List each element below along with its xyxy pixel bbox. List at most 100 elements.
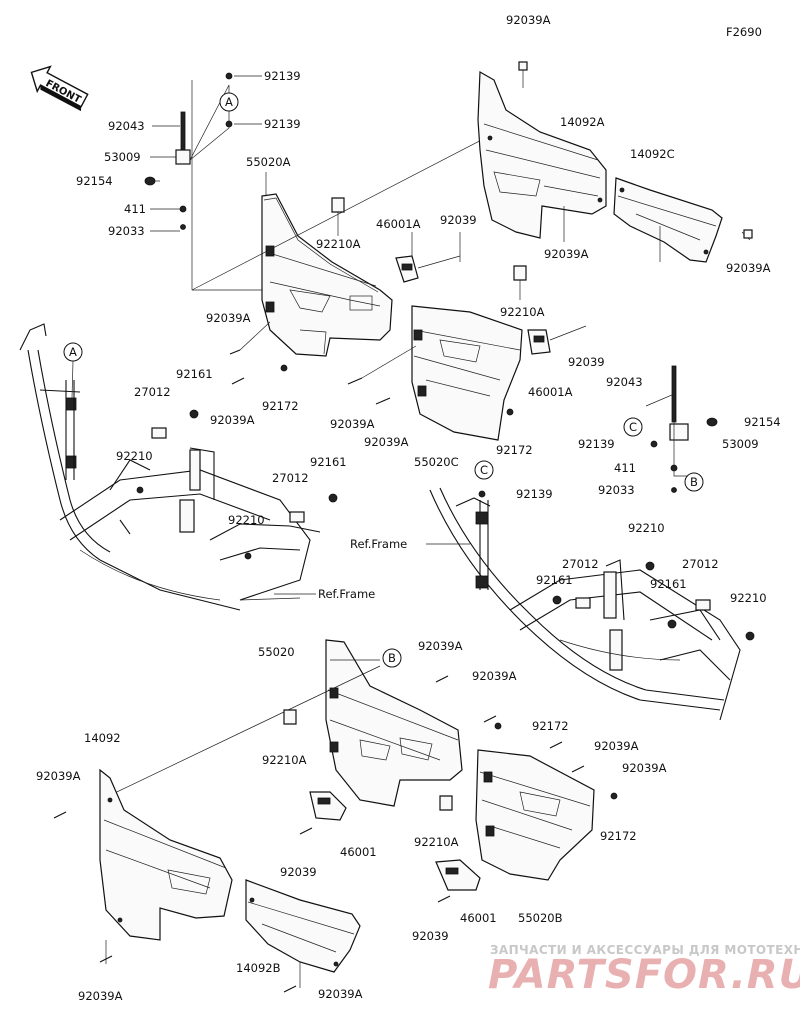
label-92139-2: 92139 (264, 117, 301, 131)
label-92039A-r2: 92039A (726, 261, 771, 275)
label-92210A-1: 92210A (316, 237, 361, 251)
label-411-left: 411 (124, 202, 146, 216)
label-27012-2: 27012 (272, 471, 309, 485)
label-92161-4: 92161 (650, 577, 687, 591)
label-53009-right: 53009 (722, 437, 759, 451)
cap-92210A-1 (331, 197, 345, 236)
label-92210A-4: 92210A (414, 835, 459, 849)
label-92161-1: 92161 (176, 367, 213, 381)
bracket-46001A-1 (395, 232, 461, 283)
label-92043-right: 92043 (606, 375, 643, 389)
label-27012-3: 27012 (562, 557, 599, 571)
label-27012-4: 27012 (682, 557, 719, 571)
bracket-46001-1 (309, 791, 347, 821)
panel-14092B (245, 879, 361, 988)
label-92039-2: 92039 (568, 355, 605, 369)
label-92210-3: 92210 (628, 521, 665, 535)
callout-a-top: A (225, 95, 233, 109)
label-92039A-m1: 92039A (330, 417, 375, 431)
label-92033-right: 92033 (598, 483, 635, 497)
label-92033-left: 92033 (108, 224, 145, 238)
label-92039A-b3: 92039A (594, 739, 639, 753)
label-55020B: 55020B (518, 911, 563, 925)
cap-92210A-2 (513, 265, 527, 300)
label-92039A-b5: 92039A (36, 769, 81, 783)
label-92039A-b4: 92039A (622, 761, 667, 775)
cap-92210A-4 (439, 795, 453, 811)
label-92210-2: 92210 (228, 513, 265, 527)
label-92043-left: 92043 (108, 119, 145, 133)
label-46001A-2: 46001A (528, 385, 573, 399)
panel-55020A (191, 119, 521, 357)
bracket-46001-2 (435, 859, 481, 891)
bracket-46001A-2 (527, 325, 587, 355)
panel-14092 (99, 768, 233, 964)
label-46001-1: 46001 (340, 845, 377, 859)
frame-left: A (19, 323, 338, 611)
callout-b-right: B (690, 475, 698, 489)
label-92039-1: 92039 (440, 213, 477, 227)
label-92172-1: 92172 (262, 399, 299, 413)
cap-92210A-3 (283, 709, 297, 725)
callout-b-bottom: B (388, 651, 396, 665)
label-92039A-m2: 92039A (364, 435, 409, 449)
front-arrow-icon: FRONT (30, 65, 89, 112)
label-92039-3: 92039 (280, 865, 317, 879)
callout-c-right: C (629, 420, 637, 434)
label-ref-frame-left: Ref.Frame (318, 587, 375, 601)
label-55020A: 55020A (246, 155, 291, 169)
label-ref-frame-right: Ref.Frame (350, 537, 407, 551)
label-411-right: 411 (614, 461, 636, 475)
label-46001A-1: 46001A (376, 217, 421, 231)
label-92039A-l2: 92039A (210, 413, 255, 427)
panel-55020: B (99, 639, 463, 807)
label-92039A-l1: 92039A (206, 311, 251, 325)
hardware-stack-right: C B (623, 365, 718, 493)
frame-right: C (426, 460, 755, 721)
label-92039A-b2: 92039A (472, 669, 517, 683)
label-53009-left: 53009 (104, 150, 141, 164)
label-92039A-b1: 92039A (418, 639, 463, 653)
watermark-tagline: ЗАПЧАСТИ И АКСЕССУАРЫ ДЛЯ МОТОТЕХНИКИ (490, 943, 800, 957)
part-labels: 92039A 92139 92043 92139 53009 92154 411… (36, 13, 781, 1003)
panel-14092A (477, 61, 607, 242)
label-92039-4: 92039 (412, 929, 449, 943)
label-92139-c: 92139 (516, 487, 553, 501)
label-92154-right: 92154 (744, 415, 781, 429)
label-14092A: 14092A (560, 115, 605, 129)
panel-55020C (411, 305, 523, 441)
label-92139-right: 92139 (578, 437, 615, 451)
label-92139-1: 92139 (264, 69, 301, 83)
label-55020: 55020 (258, 645, 295, 659)
watermark: ЗАПЧАСТИ И АКСЕССУАРЫ ДЛЯ МОТОТЕХНИКИ PA… (488, 943, 800, 998)
label-92039A-b6: 92039A (78, 989, 123, 1003)
label-92172-2: 92172 (496, 443, 533, 457)
fasteners-bottom (53, 675, 585, 993)
label-55020C: 55020C (414, 455, 459, 469)
figure-id: F2690 (726, 25, 762, 39)
label-14092: 14092 (84, 731, 121, 745)
fasteners-mid (229, 321, 417, 405)
panel-55020B (475, 749, 618, 881)
callout-a-frame: A (69, 345, 77, 359)
watermark-brand: PARTSFOR.RU (488, 952, 800, 998)
label-14092C: 14092C (630, 147, 675, 161)
label-46001-2: 46001 (460, 911, 497, 925)
label-92039A-r1: 92039A (544, 247, 589, 261)
label-92172-3: 92172 (532, 719, 569, 733)
label-92039A-b7: 92039A (318, 987, 363, 1001)
label-27012-1: 27012 (134, 385, 171, 399)
label-92161-3: 92161 (536, 573, 573, 587)
label-14092B: 14092B (236, 961, 281, 975)
label-92210-4: 92210 (730, 591, 767, 605)
callout-c-frame: C (480, 463, 488, 477)
hardware-stack-left: A (144, 72, 340, 291)
label-92210A-3: 92210A (262, 753, 307, 767)
label-92161-2: 92161 (310, 455, 347, 469)
label-92039A-top: 92039A (506, 13, 551, 27)
panel-14092C (613, 177, 753, 263)
label-92172-4: 92172 (600, 829, 637, 843)
label-92210A-2: 92210A (500, 305, 545, 319)
